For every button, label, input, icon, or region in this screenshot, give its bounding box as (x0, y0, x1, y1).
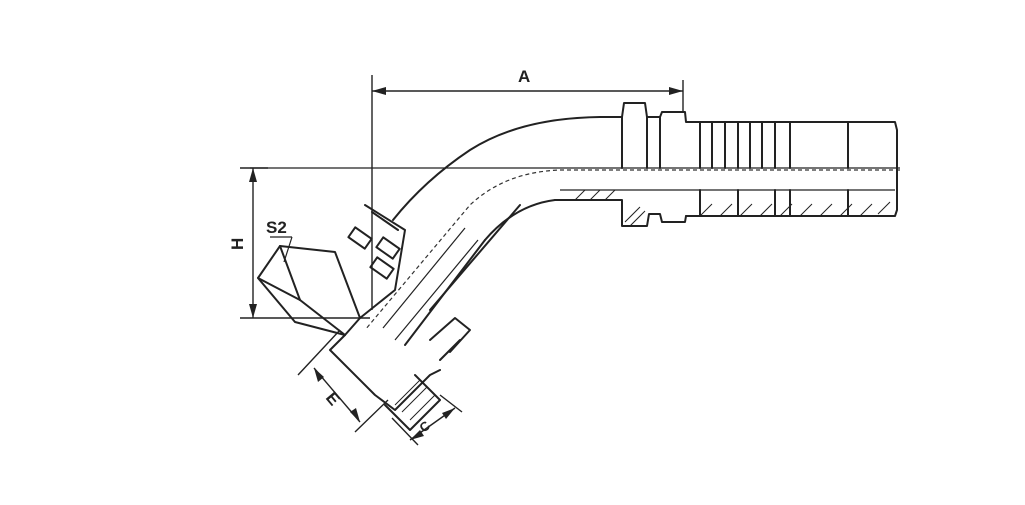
label-A: A (518, 67, 530, 86)
elbow-outer (382, 116, 601, 346)
straight-body-section (484, 189, 895, 241)
straight-body-outline (599, 102, 898, 217)
hex-nut (257, 204, 406, 336)
dimension-A: A (371, 67, 684, 310)
dimension-H: H (228, 167, 370, 319)
label-H: H (228, 238, 247, 250)
dimension-E: E (297, 329, 389, 433)
centerline (250, 167, 900, 331)
label-S2: S2 (266, 218, 287, 237)
dimension-C: C (391, 394, 463, 446)
label-S2-group: S2 (266, 218, 293, 263)
label-E: E (322, 388, 344, 409)
